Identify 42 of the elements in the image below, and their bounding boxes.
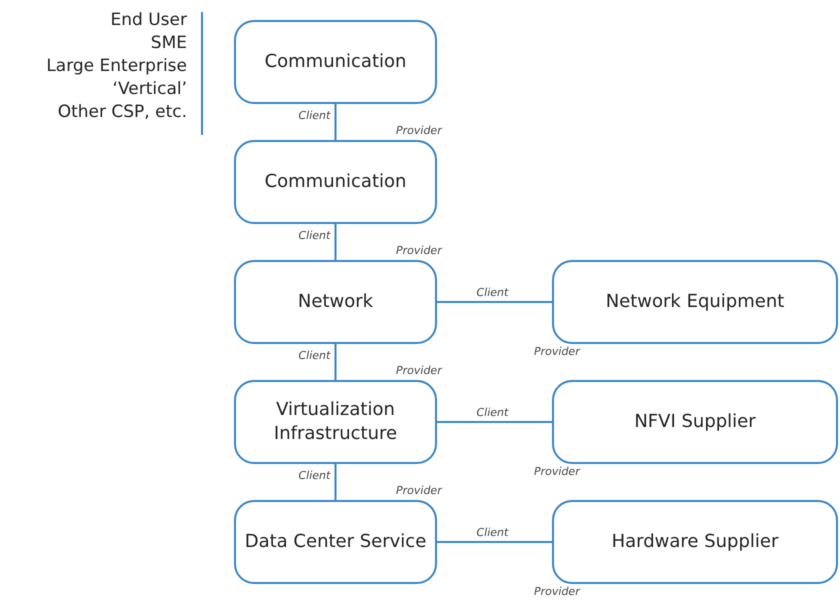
connector-line bbox=[437, 301, 552, 303]
rounded-box bbox=[552, 380, 838, 464]
connector-line bbox=[334, 464, 336, 500]
rounded-box bbox=[234, 260, 437, 344]
stakeholder-label: Large Enterprise bbox=[46, 56, 187, 76]
connector-line bbox=[334, 344, 336, 380]
stakeholder-label: ‘Vertical’ bbox=[112, 79, 187, 99]
rounded-box bbox=[552, 500, 838, 584]
box-label: Communication bbox=[264, 170, 406, 194]
role-label: Provider bbox=[533, 465, 581, 478]
edge-label: Client bbox=[476, 526, 510, 539]
box-label: Virtualization Infrastructure bbox=[272, 398, 398, 446]
role-label: Provider bbox=[395, 244, 443, 257]
box-label: NFVI Supplier bbox=[634, 410, 756, 434]
edge-label: Client bbox=[298, 349, 332, 362]
stakeholder-label: Other CSP, etc. bbox=[58, 102, 187, 122]
role-label: Provider bbox=[533, 585, 581, 598]
connector-line bbox=[334, 104, 336, 140]
edge-label: Client bbox=[298, 469, 332, 482]
role-label: Provider bbox=[395, 484, 443, 497]
box-label: Data Center Service bbox=[244, 530, 426, 554]
rounded-box bbox=[234, 500, 437, 584]
edge-label: Client bbox=[298, 109, 332, 122]
box-label: Hardware Supplier bbox=[612, 530, 778, 554]
box-label: Communication bbox=[264, 50, 406, 74]
role-label: Provider bbox=[395, 124, 443, 137]
rounded-box bbox=[234, 20, 437, 104]
connector-line bbox=[334, 224, 336, 260]
connector-line bbox=[437, 421, 552, 423]
box-label: Network bbox=[298, 290, 374, 314]
role-label: Provider bbox=[533, 345, 581, 358]
box-label: Network Equipment bbox=[606, 290, 784, 314]
role-label: Provider bbox=[395, 364, 443, 377]
rounded-box bbox=[234, 380, 437, 464]
edge-label: Client bbox=[476, 406, 510, 419]
connector-line bbox=[437, 541, 552, 543]
rounded-box bbox=[552, 260, 838, 344]
stakeholder-label: SME bbox=[150, 33, 187, 53]
edge-label: Client bbox=[298, 229, 332, 242]
rounded-box bbox=[234, 140, 437, 224]
edge-label: Client bbox=[476, 286, 510, 299]
stakeholder-label: End User bbox=[110, 10, 187, 30]
